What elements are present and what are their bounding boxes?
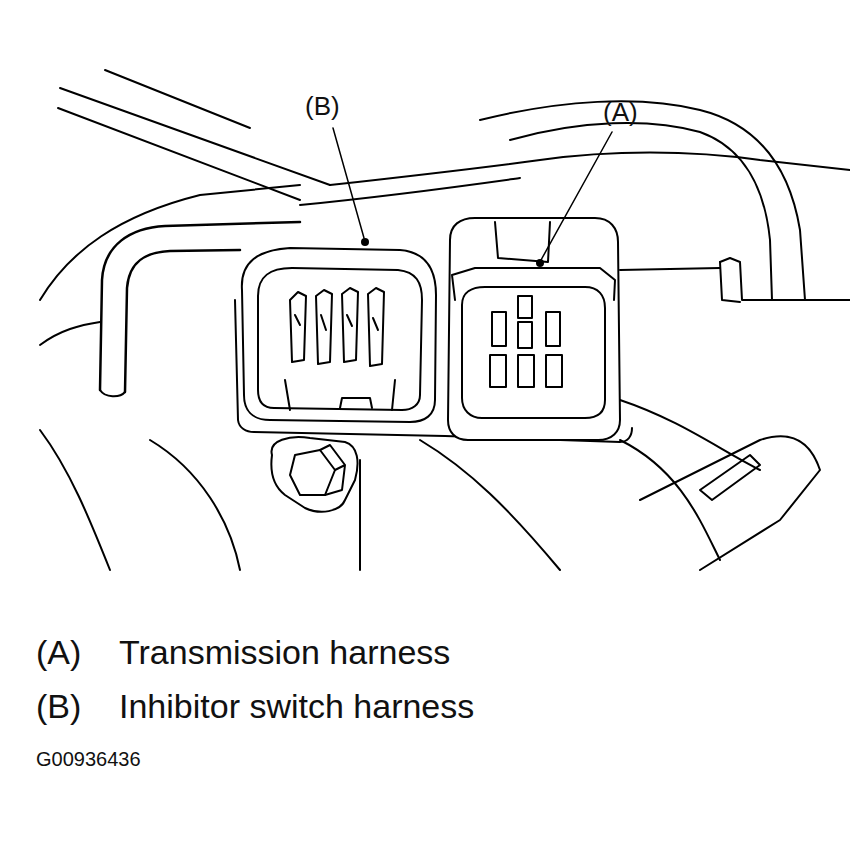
figure-code: G00936436 (36, 748, 141, 770)
legend-letter: (A) (36, 634, 81, 671)
bolt-hex (320, 445, 345, 495)
housing-line (620, 400, 760, 470)
tube (100, 390, 125, 396)
connector-rib (285, 380, 395, 410)
housing-line (150, 440, 240, 570)
transmission-connector (448, 218, 620, 440)
bolt-hex (290, 450, 335, 495)
bracket (640, 436, 820, 570)
housing-line (620, 440, 720, 560)
tube (125, 250, 240, 392)
clamp (720, 262, 740, 302)
connector-key (340, 398, 372, 408)
leader-dot (536, 259, 544, 267)
callout-letter: (A) (603, 98, 638, 127)
slot (700, 455, 760, 500)
legend-text: Inhibitor switch harness (119, 688, 474, 725)
cable-line (105, 70, 250, 128)
connector-pins (290, 288, 384, 366)
housing-line (40, 322, 100, 345)
callout-letter: (B) (305, 92, 340, 121)
housing-line (359, 460, 361, 570)
connector-lock (452, 268, 615, 300)
legend-text: Transmission harness (119, 634, 450, 671)
leader-line (541, 132, 612, 260)
leader-line (333, 128, 364, 238)
connector-face (258, 268, 422, 410)
legend-letter: (B) (36, 688, 81, 725)
housing-line (420, 440, 560, 570)
housing-line (40, 430, 110, 570)
connector-pins (490, 296, 562, 387)
connector-face (462, 287, 605, 418)
inhibitor-connector (242, 248, 436, 422)
bolt-head (271, 437, 357, 512)
cable-line (620, 268, 720, 270)
cable-line (58, 108, 300, 200)
cable-line (300, 178, 520, 205)
leader-dot (361, 238, 369, 246)
clamp (720, 258, 850, 300)
connector-latch (495, 222, 550, 262)
cable-line (60, 88, 330, 185)
